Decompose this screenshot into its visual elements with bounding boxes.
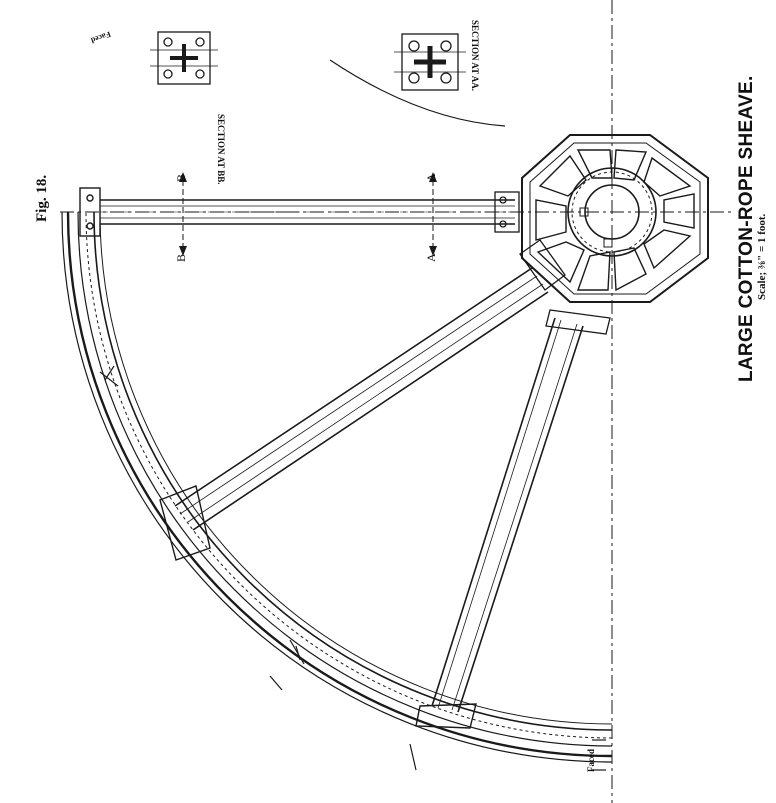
section-bb-caption: SECTION AT BB. <box>216 114 226 185</box>
fig-label: Fig. 18. <box>34 174 50 222</box>
section-arrows <box>179 172 437 256</box>
spoke-horizontal <box>100 199 515 225</box>
section-mark-b-top: B <box>174 173 188 182</box>
spoke-lower <box>431 317 584 713</box>
figure-scale: Scale; ⅜" = 1 foot. <box>756 213 768 300</box>
section-mark-a-top: A <box>424 173 438 182</box>
rim-lugs <box>79 187 477 729</box>
section-mark-b-bottom: B <box>174 253 188 262</box>
section-lines <box>182 180 434 250</box>
faced-label-bottom: Faced <box>586 749 596 772</box>
rim <box>61 211 613 763</box>
faced-tick <box>592 739 606 771</box>
spoke-diagonal <box>174 267 549 531</box>
section-aa-caption: SECTION AT AA. <box>470 20 480 91</box>
figure-title: LARGE COTTON-ROPE SHEAVE. <box>736 75 757 382</box>
inner-arc <box>329 59 506 127</box>
hub-lugs <box>494 191 611 335</box>
hub-pockets <box>535 149 695 292</box>
hub <box>521 134 709 303</box>
section-aa-detail <box>394 33 466 91</box>
rim-marks <box>99 365 417 771</box>
section-bb-detail <box>150 31 218 85</box>
centre-lines <box>60 0 735 803</box>
section-mark-a-bottom: A <box>424 253 438 262</box>
